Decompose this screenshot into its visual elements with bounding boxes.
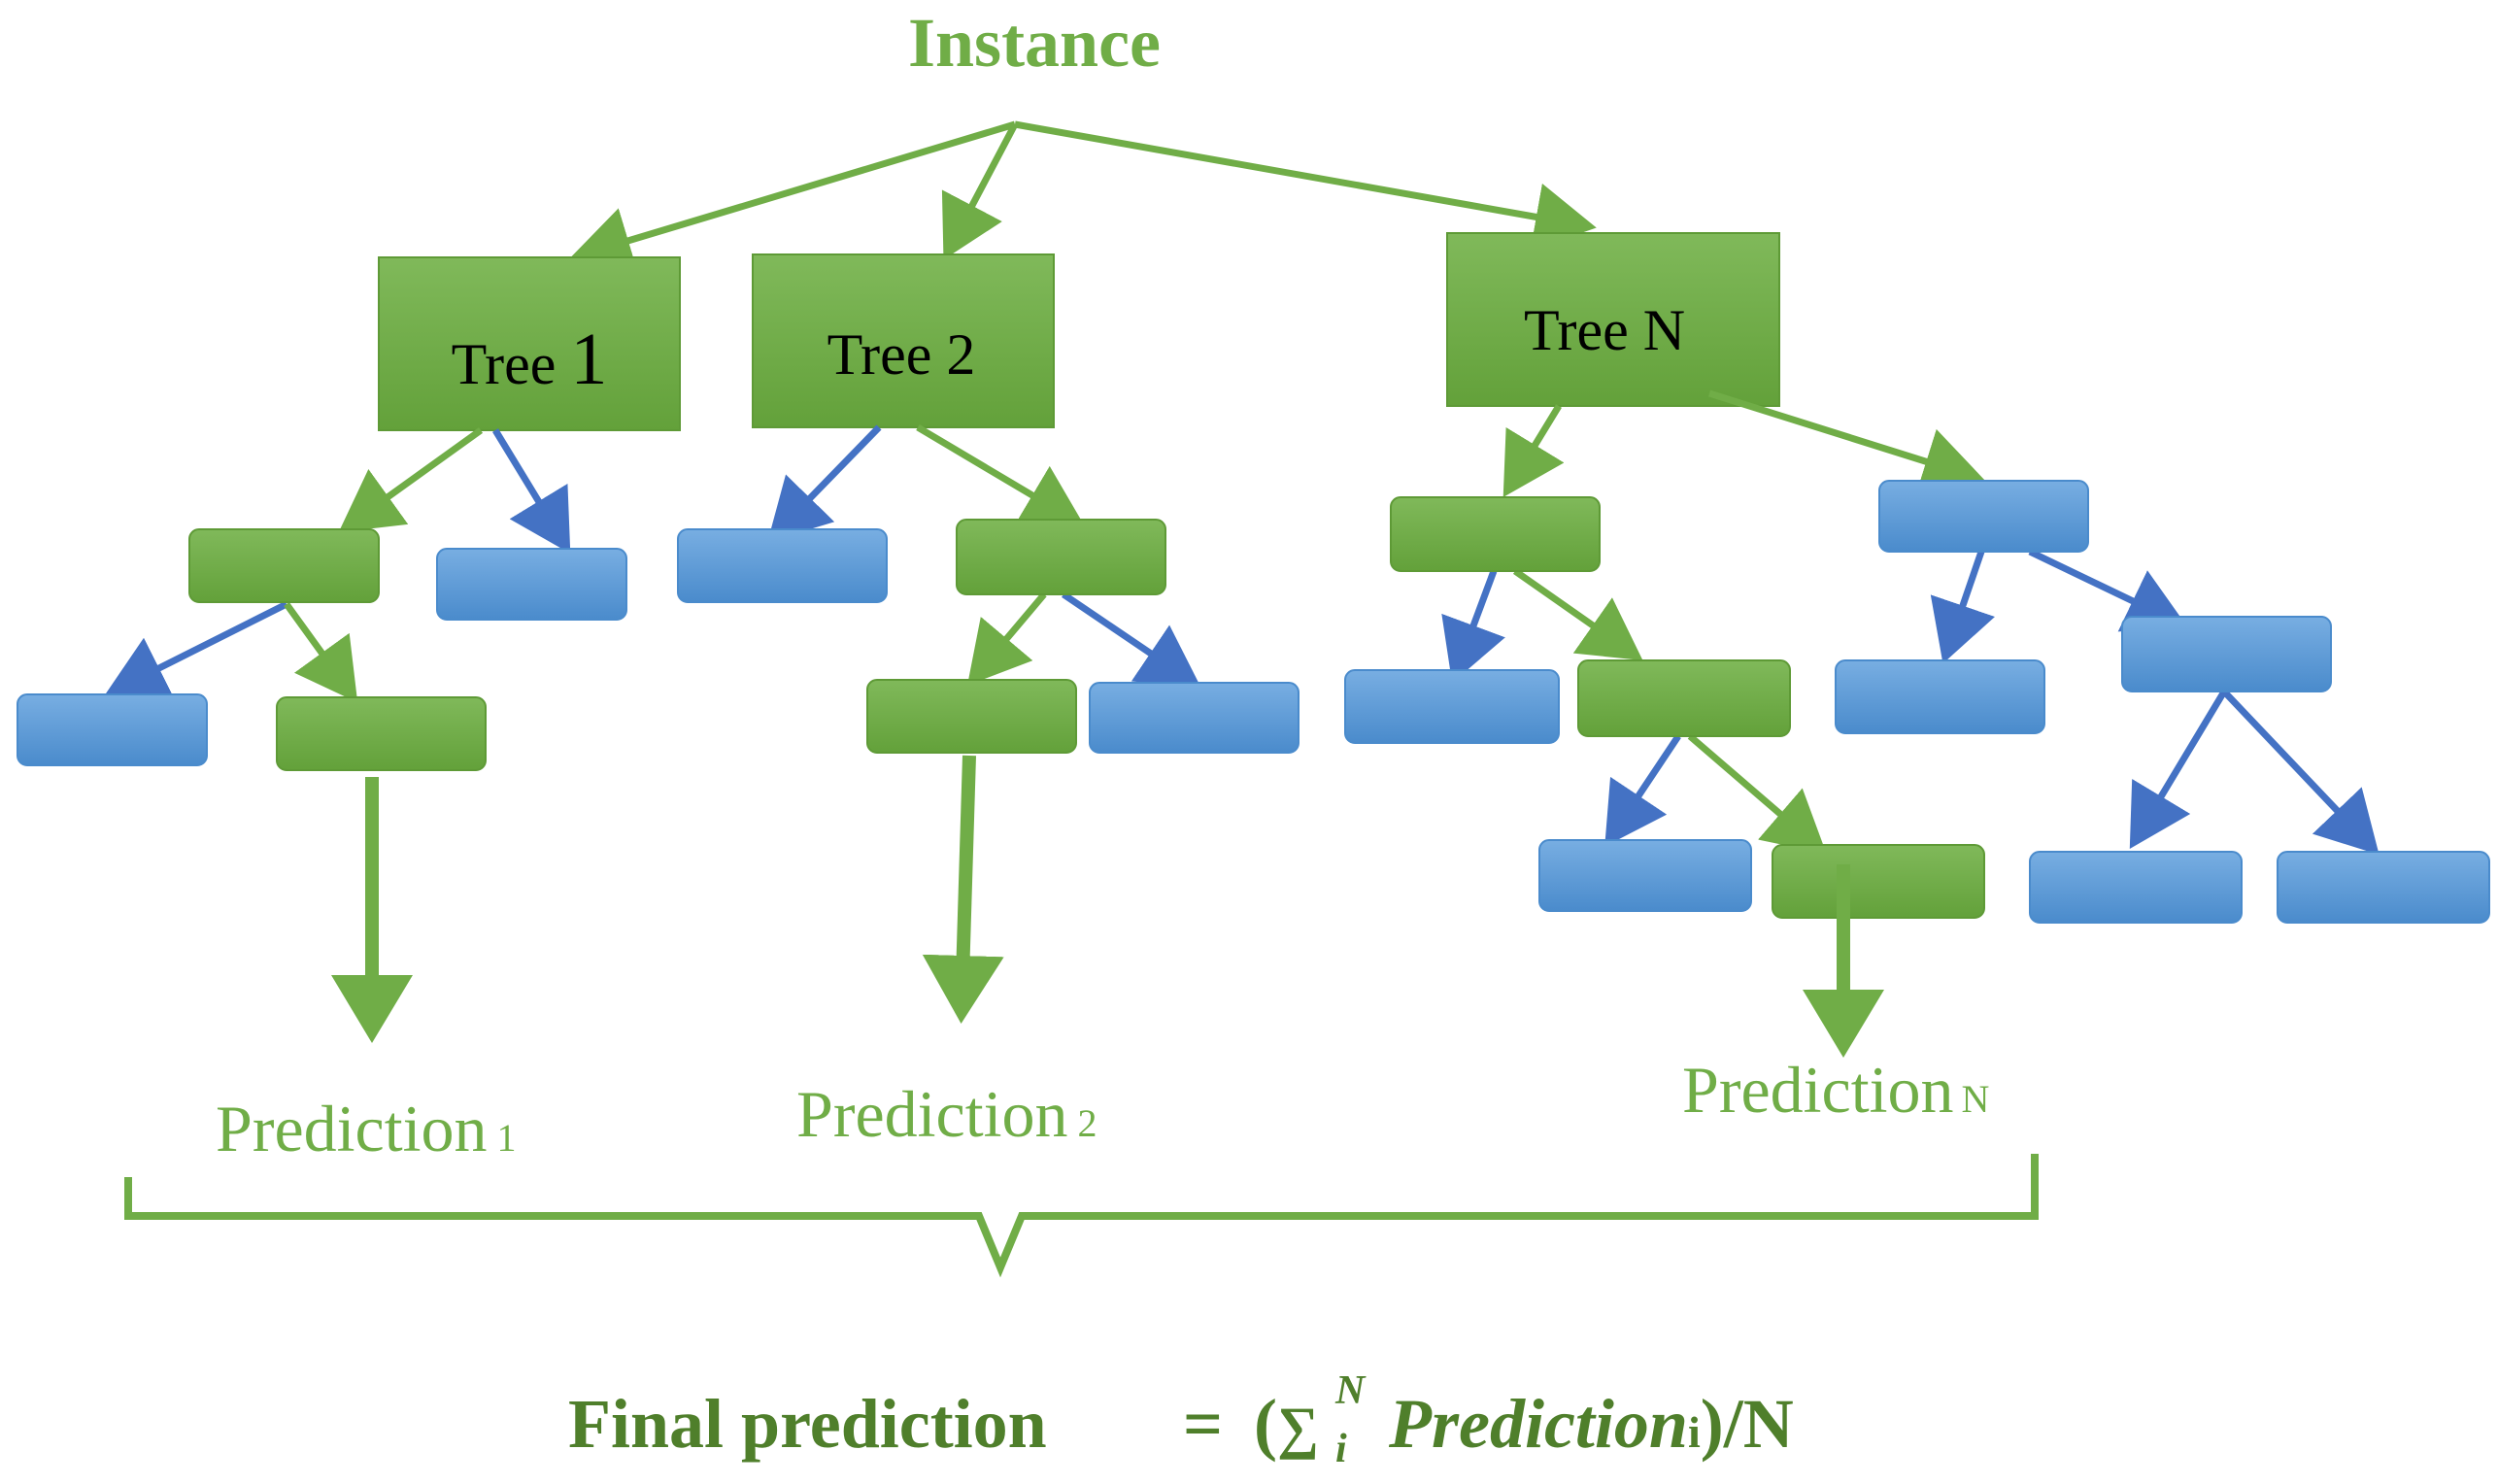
arrow-ln2-green (1687, 733, 1827, 855)
arrow-t1-left (338, 427, 484, 533)
node-tn-rr-blue2 (2277, 851, 2490, 924)
prediction-1-text: Prediction (216, 1092, 488, 1165)
final-prediction-formula: Final prediction = (∑ N i Predictioni)/N (568, 1368, 1794, 1471)
arrow-tn-left (1502, 404, 1565, 497)
svg-text:= (∑: = (∑ (1183, 1385, 1319, 1463)
node-tn-blue (1878, 480, 2089, 553)
node-tn-green (1390, 496, 1601, 572)
arrow-l2-blue (1062, 591, 1201, 688)
node-boxes (17, 480, 2490, 924)
node-tn-l-blue (1344, 669, 1560, 744)
arrow-prediction-2 (922, 755, 1004, 1024)
arrow-ln2-blue (1604, 734, 1681, 847)
tree-n-label: Tree N (1524, 298, 1685, 362)
arrow-tn-right (1707, 389, 1985, 494)
tree-node-n: Tree N (1446, 232, 1780, 407)
node-t2-green (956, 519, 1166, 595)
instance-arrows (569, 120, 1597, 274)
arrow-ln-blue (1441, 569, 1505, 684)
svg-text:Tree 1: Tree 1 (452, 319, 608, 400)
node-tn-l-green (1577, 659, 1791, 737)
arrow-rn-right (2028, 548, 2188, 632)
aggregation-brace (124, 1154, 2039, 1278)
arrow-rn-left (1930, 550, 1996, 664)
arrow-ln-green (1512, 568, 1643, 661)
arrow-l2-green (966, 591, 1047, 686)
prediction-n-text: Prediction (1682, 1053, 1954, 1127)
tree-node-2: Tree 2 (752, 253, 1055, 428)
node-t2-blue (677, 528, 888, 603)
final-pred-sub: i (1688, 1407, 1701, 1457)
prediction-arrows (331, 755, 1884, 1058)
final-sub: i (1335, 1427, 1347, 1471)
node-tn-rr-blue1 (2029, 851, 2243, 924)
prediction-1-sub: 1 (497, 1116, 517, 1160)
node-tn-ll-green (1772, 844, 1985, 919)
arrow-instance-tree2 (941, 122, 1019, 260)
node-t1-leaf-green (276, 696, 487, 771)
arrow-rn2-left (2129, 690, 2228, 850)
tree-2-label: Tree 2 (827, 322, 976, 387)
tree-1-label: Tree (452, 332, 571, 396)
arrow-l1-green (284, 601, 358, 703)
node-t1-blue (436, 548, 627, 621)
tree1-arrows (104, 427, 571, 703)
node-t2-leaf-green (866, 679, 1077, 754)
node-t1-leaf-blue (17, 693, 208, 766)
final-label: Final prediction (568, 1385, 1047, 1463)
final-sigma: ∑ (1277, 1396, 1319, 1460)
node-t1-green (188, 528, 380, 603)
prediction-2-text: Prediction (796, 1077, 1068, 1151)
node-tn-r-blue2 (2121, 616, 2332, 692)
prediction-2-sub: 2 (1078, 1101, 1097, 1145)
instance-title: Instance (908, 4, 1161, 82)
tree-node-1: Tree 1 (378, 256, 681, 431)
final-equals: = (1183, 1385, 1223, 1463)
final-sup: N (1334, 1368, 1367, 1413)
arrow-instance-tree1 (569, 120, 1017, 274)
node-t2-leaf-blue (1089, 682, 1300, 754)
svg-text:Predictioni)/N: Predictioni)/N (1388, 1385, 1794, 1463)
node-tn-ll-blue (1538, 839, 1752, 912)
tree2-arrows (767, 423, 1201, 688)
node-tn-r-blue1 (1835, 659, 2045, 734)
final-pred-word: Prediction (1388, 1385, 1688, 1463)
arrow-instance-treeN (1014, 120, 1597, 251)
arrow-rn2-right (2221, 689, 2380, 856)
arrow-t2-right (916, 423, 1086, 527)
arrow-t1-right (492, 428, 571, 554)
treeN-arrows (1441, 389, 2380, 856)
final-open-paren: ( (1254, 1385, 1277, 1463)
arrow-t2-left (767, 424, 882, 543)
final-close: )/N (1701, 1385, 1794, 1463)
prediction-n-sub: N (1962, 1077, 1990, 1121)
arrow-l1-leaf (104, 600, 288, 699)
tree-1-number: 1 (570, 319, 607, 400)
